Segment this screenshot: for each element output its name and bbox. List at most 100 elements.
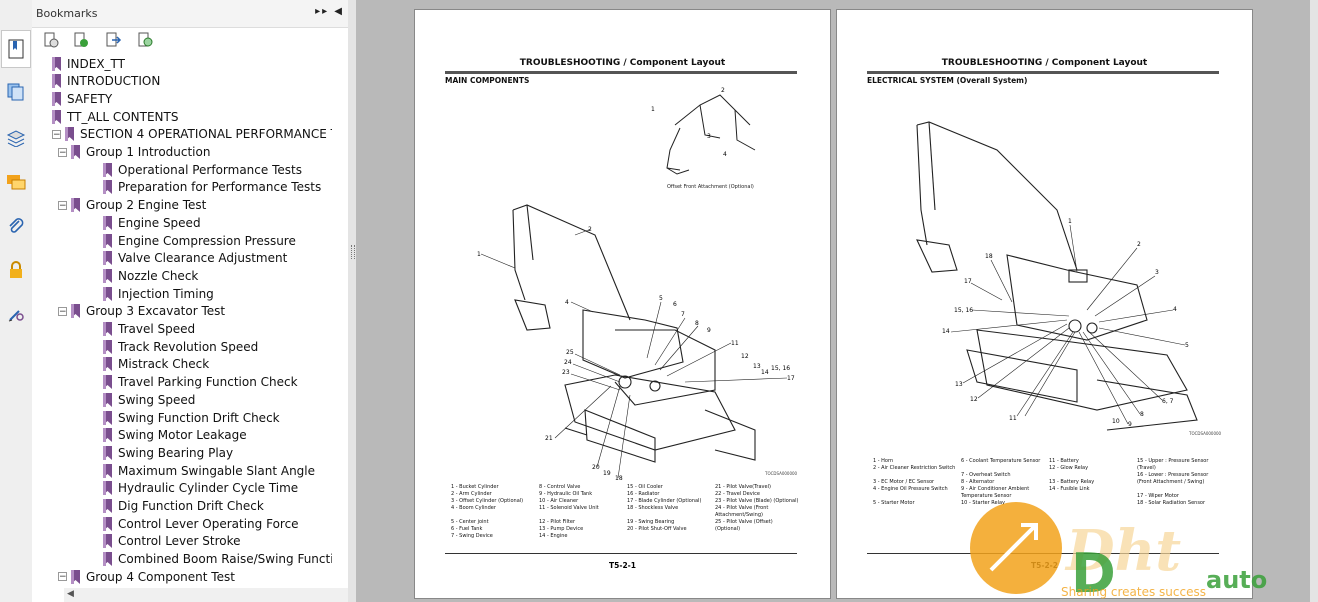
section-heading: MAIN COMPONENTS bbox=[445, 76, 530, 85]
bookmark-icon bbox=[103, 534, 112, 549]
legend-entry: 9 - Air Conditioner Ambient Temperature … bbox=[961, 486, 1030, 499]
attachments-icon[interactable] bbox=[4, 214, 28, 238]
bookmark-label: Group 3 Excavator Test bbox=[86, 304, 226, 319]
svg-text:6: 6 bbox=[673, 301, 677, 308]
find-bookmark-icon[interactable] bbox=[136, 31, 154, 49]
legend-entry: 25 - Pilot Valve (Offset) (Optional) bbox=[715, 519, 773, 532]
bookmark-icon bbox=[103, 162, 112, 177]
bookmark-item[interactable]: Engine Speed bbox=[90, 214, 201, 231]
scroll-left-icon[interactable]: ◀ bbox=[67, 589, 74, 599]
legend-entry: 21 - Pilot Valve(Travel) bbox=[715, 484, 771, 490]
svg-text:8: 8 bbox=[695, 320, 699, 327]
legend-entry: 18 - Shockless Valve bbox=[627, 505, 679, 511]
page-t5-2-1: TROUBLESHOOTING / Component Layout MAIN … bbox=[414, 9, 831, 599]
bookmark-label: Injection Timing bbox=[118, 286, 214, 301]
svg-text:21: 21 bbox=[545, 435, 553, 442]
bookmark-item[interactable]: Nozzle Check bbox=[90, 267, 198, 284]
bookmark-item[interactable]: Mistrack Check bbox=[90, 356, 209, 373]
bookmark-item[interactable]: −Group 1 Introduction bbox=[58, 144, 210, 161]
bookmark-item[interactable]: Operational Performance Tests bbox=[90, 161, 302, 178]
bookmark-item[interactable]: Travel Parking Function Check bbox=[90, 374, 298, 391]
bookmark-item[interactable]: INDEX_TT bbox=[52, 55, 125, 72]
legend-entry: 12 - Pilot Filter bbox=[539, 519, 576, 525]
bookmarks-toolbar bbox=[32, 28, 348, 55]
bookmark-icon bbox=[52, 109, 61, 124]
bookmark-label: INDEX_TT bbox=[67, 56, 126, 71]
legend-entry: 14 - Engine bbox=[539, 533, 568, 539]
bookmark-item[interactable]: −Group 4 Component Test bbox=[58, 568, 235, 585]
panel-splitter[interactable] bbox=[348, 0, 356, 602]
svg-text:1: 1 bbox=[1068, 218, 1072, 225]
bookmark-item[interactable]: Engine Compression Pressure bbox=[90, 232, 296, 249]
security-lock-icon[interactable] bbox=[4, 258, 28, 282]
legend-entry: 12 - Glow Relay bbox=[1049, 465, 1089, 471]
bookmark-item[interactable]: Swing Speed bbox=[90, 391, 195, 408]
bookmark-label: Dig Function Drift Check bbox=[118, 499, 264, 513]
navigation-pane bbox=[0, 0, 33, 602]
bookmark-label: Valve Clearance Adjustment bbox=[118, 251, 288, 266]
horizontal-scrollbar[interactable]: ◀ ▶ bbox=[64, 588, 364, 602]
svg-text:17: 17 bbox=[964, 278, 972, 285]
bookmark-icon bbox=[52, 56, 61, 71]
bookmark-item[interactable]: −SECTION 4 OPERATIONAL PERFORMANCE TEST bbox=[52, 126, 332, 143]
collapse-toggle-icon[interactable]: − bbox=[58, 147, 67, 158]
collapse-toggle-icon[interactable]: − bbox=[58, 572, 67, 583]
bookmark-item[interactable]: Hydraulic Cylinder Cycle Time bbox=[90, 480, 298, 497]
main-components-illustration: 12 34 Offset Front Attachment (Optional) bbox=[477, 87, 798, 482]
legend-entry: 6 - Coolant Temperature Sensor bbox=[961, 458, 1041, 464]
bookmark-options-icon[interactable] bbox=[42, 31, 60, 49]
bookmark-label: Group 2 Engine Test bbox=[86, 198, 207, 213]
collapse-toggle-icon[interactable]: − bbox=[58, 306, 67, 317]
svg-text:5: 5 bbox=[659, 295, 663, 302]
collapse-toggle-icon[interactable]: − bbox=[58, 200, 67, 211]
svg-text:11: 11 bbox=[731, 340, 739, 347]
bookmark-icon bbox=[103, 392, 112, 407]
bookmark-item[interactable]: Dig Function Drift Check bbox=[90, 498, 264, 515]
bookmark-item[interactable]: Injection Timing bbox=[90, 285, 214, 302]
bookmark-item[interactable]: SAFETY bbox=[52, 90, 112, 107]
bookmark-icon bbox=[103, 463, 112, 478]
bookmark-item[interactable]: TT_ALL CONTENTS bbox=[52, 108, 178, 125]
legend-entry: 8 - Control Valve bbox=[539, 484, 581, 490]
panel-collapse-controls[interactable]: ▸▸ ◀ bbox=[315, 6, 344, 17]
legend-entry: 7 - Swing Device bbox=[451, 533, 493, 539]
bookmark-item[interactable]: Preparation for Performance Tests bbox=[90, 179, 321, 196]
new-bookmark-icon[interactable] bbox=[72, 31, 90, 49]
bookmark-item[interactable]: − Group 2 Engine Test bbox=[58, 197, 206, 214]
page-title: TROUBLESHOOTING / Component Layout bbox=[519, 58, 726, 68]
offset-caption: Offset Front Attachment (Optional) bbox=[667, 184, 754, 190]
expand-bookmark-icon[interactable] bbox=[104, 31, 122, 49]
bookmarks-header: Bookmarks ▸▸ ◀ bbox=[32, 0, 348, 28]
bookmark-item[interactable]: Valve Clearance Adjustment bbox=[90, 250, 287, 267]
svg-text:Sharing creates success: Sharing creates success bbox=[1061, 585, 1206, 599]
layers-icon[interactable] bbox=[4, 126, 28, 150]
bookmark-item[interactable]: Swing Bearing Play bbox=[90, 444, 233, 461]
svg-text:14: 14 bbox=[942, 328, 950, 335]
bookmark-icon bbox=[103, 268, 112, 283]
comments-icon[interactable] bbox=[4, 170, 28, 194]
bookmark-item[interactable]: − Group 3 Excavator Test bbox=[58, 303, 225, 320]
bookmark-item[interactable]: Track Revolution Speed bbox=[90, 338, 258, 355]
svg-text:12: 12 bbox=[970, 396, 978, 403]
bookmark-item[interactable]: Swing Function Drift Check bbox=[90, 409, 280, 426]
bookmark-icon bbox=[103, 357, 112, 372]
bookmarks-panel-icon[interactable] bbox=[1, 30, 31, 68]
signatures-icon[interactable] bbox=[4, 302, 28, 326]
bookmark-label: Engine Compression Pressure bbox=[118, 233, 296, 248]
document-view[interactable]: TROUBLESHOOTING / Component Layout MAIN … bbox=[356, 0, 1310, 602]
bookmark-item[interactable]: Maximum Swingable Slant Angle bbox=[90, 462, 315, 479]
bookmark-item[interactable]: Travel Speed bbox=[90, 321, 195, 338]
bookmark-item[interactable]: Control Lever Stroke bbox=[90, 533, 241, 550]
bookmark-item[interactable]: Control Lever Operating Force bbox=[90, 515, 299, 532]
bookmark-label: Swing Function Drift Check bbox=[118, 410, 280, 425]
bookmark-item[interactable]: Combined Boom Raise/Swing Function Ch bbox=[90, 551, 332, 568]
page-thumbnails-icon[interactable] bbox=[4, 80, 28, 104]
bookmark-icon bbox=[103, 552, 112, 567]
title-rule bbox=[867, 71, 1219, 74]
bookmark-item[interactable]: Swing Motor Leakage bbox=[90, 427, 247, 444]
bookmark-item[interactable]: INTRODUCTION bbox=[52, 73, 160, 90]
collapse-toggle-icon[interactable]: − bbox=[52, 129, 61, 140]
svg-text:9: 9 bbox=[1128, 421, 1132, 428]
svg-text:18: 18 bbox=[985, 253, 993, 260]
